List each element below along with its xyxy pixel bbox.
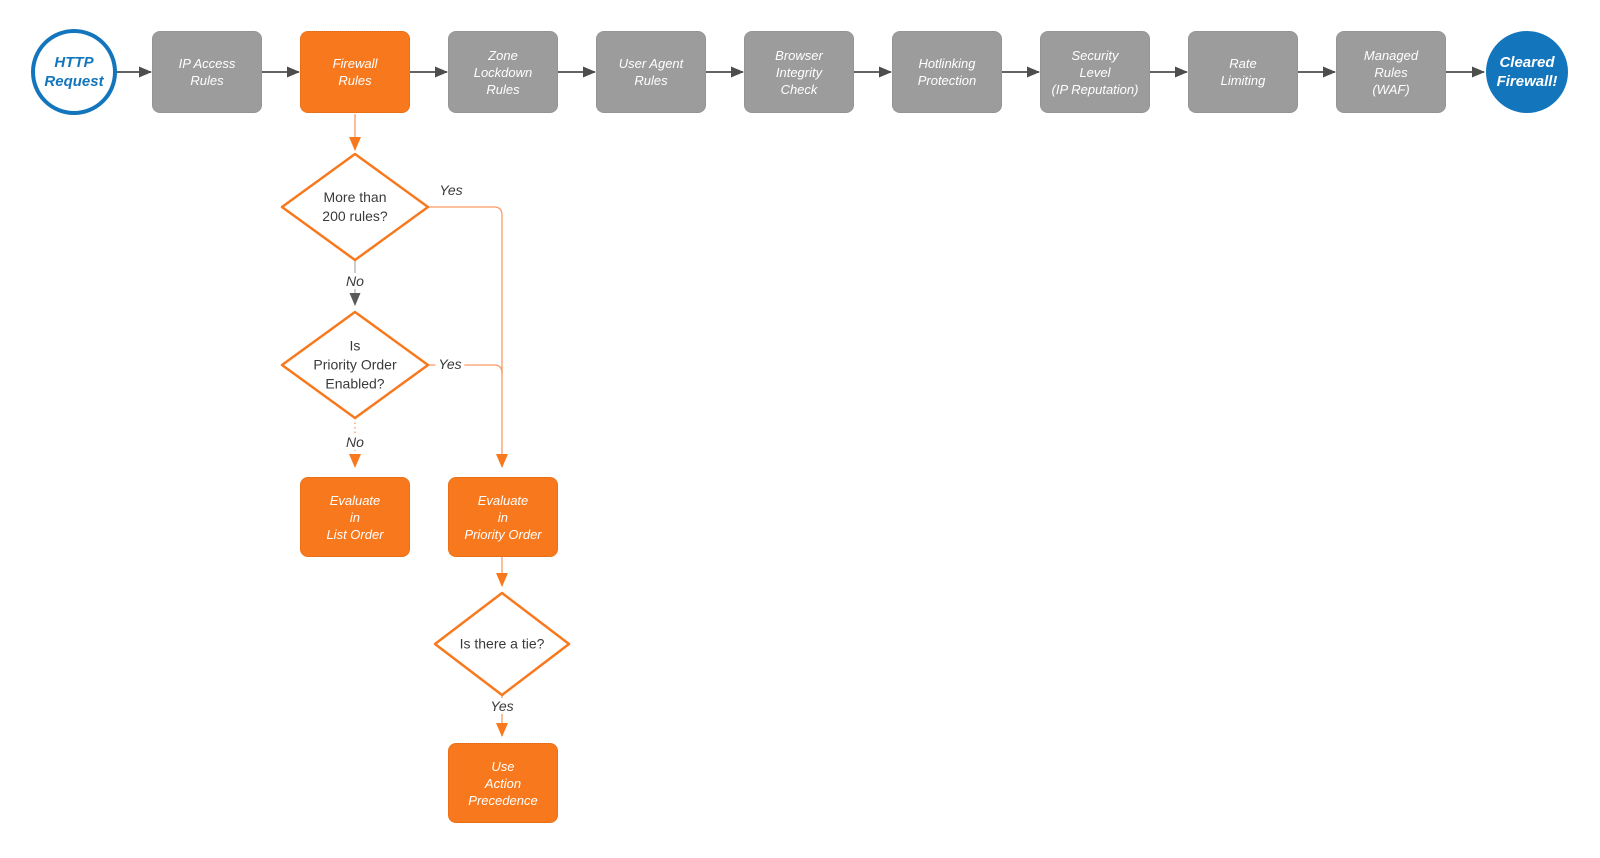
start-node-http-request: HTTP Request [31, 29, 117, 115]
stage-label: Managed Rules (WAF) [1363, 47, 1419, 97]
action-label: Use Action Precedence [468, 758, 538, 808]
action-evaluate-in-priority-order: Evaluate in Priority Order [448, 477, 558, 557]
stage-label: User Agent Rules [618, 56, 684, 88]
branch-label-no-1: No [343, 273, 367, 289]
action-label: Evaluate in List Order [326, 492, 384, 542]
stage-label: Zone Lockdown Rules [473, 47, 533, 97]
stage-security-level: Security Level (IP Reputation) [1040, 31, 1150, 113]
connector-decision1-yes [428, 206, 508, 468]
decision-is-there-a-tie-label: Is there a tie? [459, 635, 545, 652]
stage-label: Firewall Rules [332, 56, 378, 88]
stage-label: Browser Integrity Check [775, 47, 823, 97]
branch-label-yes-1: Yes [439, 182, 463, 198]
branch-label-yes-3: Yes [487, 698, 517, 714]
stage-user-agent-rules: User Agent Rules [596, 31, 706, 113]
stage-browser-integrity-check: Browser Integrity Check [744, 31, 854, 113]
stage-label: Rate Limiting [1220, 56, 1266, 88]
end-node-label: Cleared Firewall! [1496, 54, 1558, 90]
stage-rate-limiting: Rate Limiting [1188, 31, 1298, 113]
stage-label: Hotlinking Protection [917, 56, 977, 88]
stage-ip-access-rules: IP Access Rules [152, 31, 262, 113]
decision-priority-order-enabled-shape [280, 310, 430, 420]
action-evaluate-in-list-order: Evaluate in List Order [300, 477, 410, 557]
action-label: Evaluate in Priority Order [464, 492, 542, 542]
end-node-cleared-firewall: Cleared Firewall! [1486, 31, 1568, 113]
action-use-action-precedence: Use Action Precedence [448, 743, 558, 823]
decision-is-there-a-tie-shape [433, 591, 571, 697]
connector-decision2-yes [428, 364, 503, 374]
start-node-label: HTTP Request [44, 54, 104, 90]
stage-label: Security Level (IP Reputation) [1051, 47, 1139, 97]
stage-hotlinking-protection: Hotlinking Protection [892, 31, 1002, 113]
decision-more-than-200-rules-shape [280, 152, 430, 262]
branch-label-no-2: No [343, 434, 367, 450]
decision-priority-order-enabled-label: Is Priority Order Enabled? [313, 337, 397, 392]
stage-managed-rules-waf: Managed Rules (WAF) [1336, 31, 1446, 113]
stage-firewall-rules: Firewall Rules [300, 31, 410, 113]
decision-more-than-200-rules-label: More than 200 rules? [322, 189, 388, 224]
stage-label: IP Access Rules [178, 56, 236, 88]
branch-label-yes-2: Yes [435, 356, 465, 372]
stage-zone-lockdown-rules: Zone Lockdown Rules [448, 31, 558, 113]
